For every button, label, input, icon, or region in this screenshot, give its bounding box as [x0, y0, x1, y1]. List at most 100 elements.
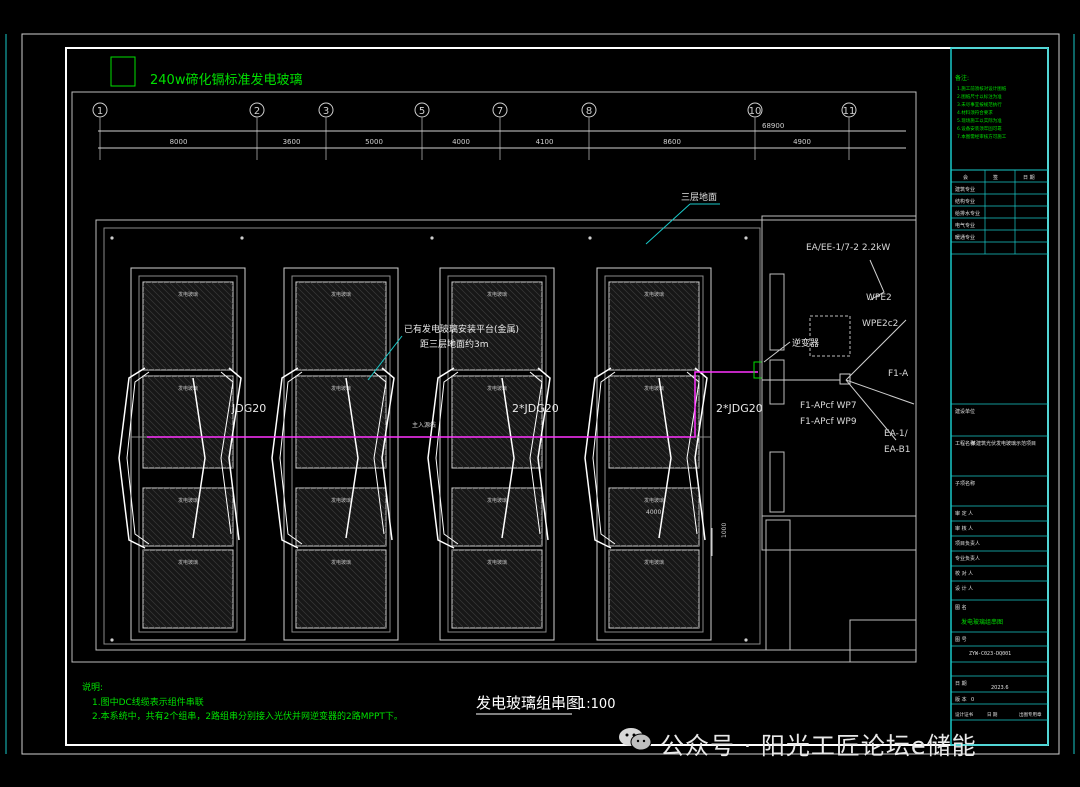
- wechat-icon: [618, 728, 652, 760]
- panel-label: 发电玻璃: [644, 291, 664, 298]
- tb-date-value: 2023.6: [991, 685, 1009, 691]
- bracket-left-inner: [435, 371, 459, 545]
- tb-footer: 出图专用章: [1019, 711, 1042, 718]
- dimension-value: 4000: [452, 138, 470, 146]
- bracket-mid: [501, 377, 515, 539]
- panel-label: 发电玻璃: [487, 291, 507, 298]
- panel-label: 发电玻璃: [644, 559, 664, 566]
- tb-sign-row: 给排水专业: [955, 210, 980, 217]
- roof-callout-leader: [645, 203, 691, 245]
- tb-note-line: 4.材料须符合要求: [957, 109, 993, 116]
- glass-panel: [451, 487, 543, 547]
- panel-label: 发电玻璃: [487, 497, 507, 504]
- plan-scale: 1:100: [578, 697, 615, 712]
- adjacent-room: [761, 215, 917, 663]
- grid-label: 2: [254, 106, 260, 117]
- panel-label: 发电玻璃: [331, 497, 351, 504]
- room-label: WPE2c2: [862, 319, 898, 329]
- install-callout-leader: [367, 335, 403, 381]
- title-block: 备注:1.施工前须核对设计图纸2.图纸尺寸以标注为准3.未尽事宜按规范执行4.材…: [950, 47, 1049, 746]
- room-label: EA-B1: [884, 445, 910, 455]
- tb-note-line: 3.未尽事宜按规范执行: [957, 101, 1002, 108]
- tb-note-line: 1.施工前须核对设计图纸: [957, 85, 1007, 92]
- slab-dot: [744, 236, 748, 240]
- tb-num-label: 图 号: [955, 637, 967, 643]
- panel-label: 发电玻璃: [644, 497, 664, 504]
- array-frame: [283, 267, 399, 641]
- tb-dtitle-label: 图 名: [955, 604, 967, 611]
- panel-label: 发电玻璃: [331, 291, 351, 298]
- tb-rev-value: 0: [971, 697, 974, 703]
- string-label-mid: 2*JDG20: [512, 402, 559, 415]
- tb-footer: 日 期: [987, 712, 998, 718]
- cable-small-label: 主入源线: [412, 421, 436, 429]
- panel-label: 发电玻璃: [331, 559, 351, 566]
- room-label: EA-1/: [884, 429, 909, 439]
- array-frame: [596, 267, 712, 641]
- dc-string-cable: [147, 371, 758, 438]
- string-label-left: JDG20: [231, 402, 266, 415]
- bracket-left: [584, 367, 612, 549]
- tb-drawing-title: 发电玻璃组串图: [961, 618, 1003, 626]
- roof-callout: 三层地面: [681, 191, 717, 203]
- grid-label: 5: [419, 106, 425, 117]
- tb-sub-label: 子项名称: [955, 480, 975, 487]
- array-frame-inner: [604, 275, 704, 633]
- overall-dimension: 68900: [762, 122, 784, 130]
- bracket-mid: [345, 377, 359, 539]
- title-block-frame: [950, 47, 1049, 746]
- tb-date-label: 日 期: [955, 681, 967, 687]
- room-label: F1-A: [888, 369, 909, 379]
- room-label: WPE2: [866, 293, 892, 303]
- array-frame-inner: [447, 275, 547, 633]
- panel-label: 发电玻璃: [178, 385, 198, 392]
- glass-panel-arrays: 发电玻璃发电玻璃发电玻璃发电玻璃发电玻璃发电玻璃发电玻璃发电玻璃发电玻璃发电玻璃…: [118, 267, 712, 641]
- inverter-label: 逆变器: [792, 337, 819, 349]
- dimension-value: 8000: [170, 138, 188, 146]
- roof-slab-inner: [103, 227, 761, 645]
- bracket-left: [427, 367, 455, 549]
- grid-label: 8: [586, 106, 592, 117]
- grid-label: 11: [843, 106, 856, 117]
- adjacent-room-wiring: [762, 259, 915, 441]
- dimension-value: 8600: [663, 138, 681, 146]
- bracket-right: [381, 367, 395, 541]
- tb-approve-label: 设 计 人: [955, 585, 973, 592]
- tb-note-line: 5.现场施工以实际为准: [957, 117, 1002, 124]
- array-frame-inner: [138, 275, 238, 633]
- dimension-value: 4900: [793, 138, 811, 146]
- slab-dot: [240, 236, 244, 240]
- bracket-right-inner: [220, 371, 234, 535]
- inverter-box: [753, 361, 763, 379]
- bracket-right: [228, 367, 242, 541]
- grid-label: 3: [323, 106, 329, 117]
- tb-approve-label: 项目负责人: [955, 540, 980, 547]
- grid-label: 1: [97, 106, 103, 117]
- tb-approve-label: 审 核 人: [955, 525, 973, 532]
- tb-footer: 设计证书: [955, 711, 973, 718]
- bracket-left: [118, 367, 146, 549]
- tb-note-line: 2.图纸尺寸以标注为准: [957, 93, 1002, 100]
- glass-panel: [142, 487, 234, 547]
- sheet-frame-outer: [21, 33, 1060, 755]
- grid-label: 10: [749, 106, 762, 117]
- array-frame: [130, 267, 246, 641]
- array-frame-inner: [291, 275, 391, 633]
- slab-dots: [110, 236, 748, 642]
- panel-label: 发电玻璃: [487, 559, 507, 566]
- slab-dot: [110, 236, 114, 240]
- tb-sign-head: 日 期: [1023, 175, 1035, 181]
- panel-label: 发电玻璃: [178, 497, 198, 504]
- dimension-value: 5000: [365, 138, 383, 146]
- install-callout-line1: 已有发电玻璃安装平台(金属): [404, 323, 519, 335]
- bracket-right-inner: [373, 371, 387, 535]
- panel-label: 发电玻璃: [178, 559, 198, 566]
- tb-approve-label: 校 对 人: [955, 570, 973, 577]
- bracket-right-inner: [686, 371, 700, 535]
- tb-sign-row: 电气专业: [955, 222, 975, 229]
- tb-project-label: 工程名称: [955, 440, 975, 447]
